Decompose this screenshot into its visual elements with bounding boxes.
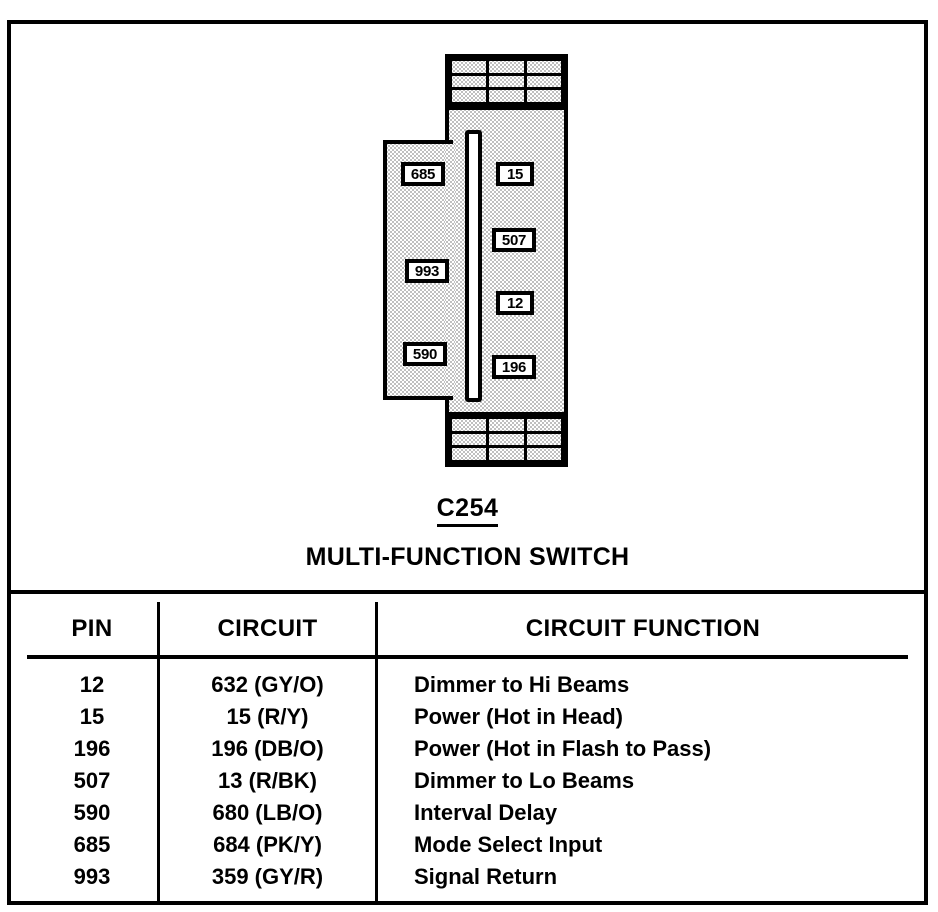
pin-cavity bbox=[489, 433, 524, 446]
pin-cavity bbox=[452, 433, 487, 446]
table-row: 507 13 (R/BK) Dimmer to Lo Beams bbox=[27, 765, 908, 797]
pin-callout-590: 590 bbox=[403, 342, 447, 366]
connector-caption: C254 MULTI-FUNCTION SWITCH bbox=[11, 494, 924, 572]
cell-circuit: 13 (R/BK) bbox=[158, 765, 378, 797]
pin-cavity bbox=[452, 90, 487, 102]
cell-function: Power (Hot in Flash to Pass) bbox=[414, 736, 712, 761]
cell-circuit: 632 (GY/O) bbox=[158, 657, 378, 701]
pin-cavity bbox=[526, 90, 561, 102]
table-row: 12 632 (GY/O) Dimmer to Hi Beams bbox=[27, 657, 908, 701]
table-row: 685 684 (PK/Y) Mode Select Input bbox=[27, 829, 908, 861]
connector-illustration: 685 993 590 15 507 12 196 bbox=[379, 54, 574, 474]
cell-pin: 15 bbox=[27, 701, 160, 733]
table-header-row: PIN CIRCUIT CIRCUIT FUNCTION bbox=[27, 602, 908, 659]
pin-cavity bbox=[489, 90, 524, 102]
pin-cavity bbox=[452, 448, 487, 460]
connector-bottom-pin-bank bbox=[445, 412, 568, 467]
table-row: 15 15 (R/Y) Power (Hot in Head) bbox=[27, 701, 908, 733]
connector-diagram-area: 685 993 590 15 507 12 196 bbox=[11, 24, 924, 594]
connector-name-label: MULTI-FUNCTION SWITCH bbox=[305, 543, 630, 571]
diagram-frame: 685 993 590 15 507 12 196 bbox=[7, 20, 928, 905]
pin-cavity bbox=[489, 419, 524, 431]
cell-pin: 993 bbox=[27, 861, 160, 901]
pin-callout-685: 685 bbox=[401, 162, 445, 186]
cell-function: Mode Select Input bbox=[414, 832, 603, 857]
cell-function: Dimmer to Hi Beams bbox=[414, 672, 630, 697]
cell-pin: 685 bbox=[27, 829, 160, 861]
pin-cavity bbox=[452, 61, 487, 73]
connector-top-pin-bank bbox=[445, 54, 568, 109]
pin-cavity bbox=[452, 75, 487, 88]
pin-callout-12: 12 bbox=[496, 291, 534, 315]
pin-callout-993: 993 bbox=[405, 259, 449, 283]
cell-function: Interval Delay bbox=[414, 800, 558, 825]
column-header-pin: PIN bbox=[27, 602, 160, 659]
pin-cavity bbox=[489, 61, 524, 73]
table-body: 12 632 (GY/O) Dimmer to Hi Beams 15 15 (… bbox=[27, 657, 908, 901]
section-divider bbox=[11, 590, 924, 594]
cell-pin: 196 bbox=[27, 733, 160, 765]
pin-cavity bbox=[526, 433, 561, 446]
cell-function: Signal Return bbox=[414, 864, 558, 889]
cell-pin: 12 bbox=[27, 657, 160, 701]
pin-assignment-table: PIN CIRCUIT CIRCUIT FUNCTION 12 632 (GY/… bbox=[27, 602, 908, 901]
connector-key-slot bbox=[465, 130, 482, 402]
cell-circuit: 680 (LB/O) bbox=[158, 797, 378, 829]
connector-code-label: C254 bbox=[436, 494, 499, 527]
cell-circuit: 15 (R/Y) bbox=[158, 701, 378, 733]
cell-circuit: 196 (DB/O) bbox=[158, 733, 378, 765]
table-header: PIN CIRCUIT CIRCUIT FUNCTION bbox=[27, 602, 908, 659]
cell-function: Dimmer to Lo Beams bbox=[414, 768, 635, 793]
pin-cavity bbox=[489, 75, 524, 88]
column-header-circuit: CIRCUIT bbox=[158, 602, 378, 659]
cell-pin: 507 bbox=[27, 765, 160, 797]
table-row: 590 680 (LB/O) Interval Delay bbox=[27, 797, 908, 829]
column-header-circuit-function: CIRCUIT FUNCTION bbox=[376, 602, 908, 659]
pin-cavity bbox=[526, 419, 561, 431]
cell-circuit: 684 (PK/Y) bbox=[158, 829, 378, 861]
table-row: 196 196 (DB/O) Power (Hot in Flash to Pa… bbox=[27, 733, 908, 765]
pin-callout-196: 196 bbox=[492, 355, 536, 379]
pin-cavity bbox=[526, 75, 561, 88]
pin-cavity bbox=[526, 448, 561, 460]
pin-callout-15: 15 bbox=[496, 162, 534, 186]
connector-body-seam bbox=[445, 144, 455, 396]
cell-circuit: 359 (GY/R) bbox=[158, 861, 378, 901]
cell-function: Power (Hot in Head) bbox=[414, 704, 624, 729]
pin-cavity bbox=[489, 448, 524, 460]
pin-callout-507: 507 bbox=[492, 228, 536, 252]
pin-cavity bbox=[452, 419, 487, 431]
pin-cavity bbox=[526, 61, 561, 73]
table-row: 993 359 (GY/R) Signal Return bbox=[27, 861, 908, 901]
cell-pin: 590 bbox=[27, 797, 160, 829]
